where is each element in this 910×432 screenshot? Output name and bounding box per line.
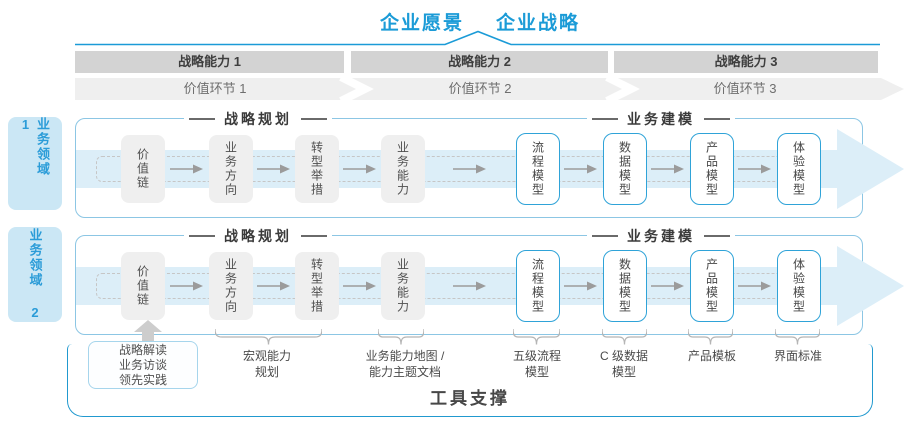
value-link-3: 价值环节 3 [713, 81, 777, 96]
brace-icon [688, 329, 733, 345]
up-arrow-icon [134, 320, 162, 344]
annotation-ui-standard: 界面标准 [773, 349, 822, 363]
flow-band-arrow [76, 129, 904, 209]
vision-title: 企业愿景 [379, 13, 464, 34]
annotation-process-model: 五级流程 模型 [512, 349, 561, 379]
brace-icon [378, 329, 424, 345]
brace-icon [775, 329, 820, 345]
node-product-model: 产品模型 [690, 250, 734, 322]
flow-arrow-icon [453, 281, 486, 291]
node-transformation-initiatives: 转型举措 [295, 252, 339, 320]
practice-box: 战略解读 业务访谈 领先实践 [88, 341, 198, 389]
capability-bar-2: 战略能力 2 [351, 51, 608, 73]
node-transformation-initiatives: 转型举措 [295, 135, 339, 203]
brace-icon [513, 329, 560, 345]
business-domain-1: 业务领域 1 [8, 117, 62, 210]
business-domain-2: 业务领域 2 [8, 227, 62, 322]
annotation-product-template: 产品模板 [687, 349, 736, 363]
value-link-1: 价值环节 1 [183, 81, 247, 96]
planning-header: 战略规划 [184, 226, 332, 246]
flow-arrow-icon [564, 164, 597, 174]
planning-header: 战略规划 [184, 109, 332, 129]
flow-arrow-icon [564, 281, 597, 291]
value-chain-strip [75, 78, 904, 100]
node-data-model: 数据模型 [603, 250, 647, 322]
brace-icon [215, 329, 322, 345]
node-business-capability: 业务能力 [381, 135, 425, 203]
flow-arrow-icon [257, 164, 290, 174]
domain-1-panel: 战略规划 业务建模 价值链 业务方向 转型举措 业务能力 流程模型 数据模型 产… [75, 109, 904, 218]
flow-arrow-icon [343, 281, 376, 291]
tool-support-label: 工具支撑 [430, 389, 510, 408]
tool-support-container: 工具支撑 [67, 344, 873, 417]
capability-bar-3: 战略能力 3 [614, 51, 878, 73]
modeling-header: 业务建模 [587, 226, 735, 246]
capability-bar-1: 战略能力 1 [75, 51, 344, 73]
strategy-title: 企业战略 [496, 13, 581, 34]
annotation-data-model: C 级数据 模型 [599, 349, 648, 379]
flow-arrow-icon [343, 164, 376, 174]
title-caret-line [75, 30, 880, 46]
node-value-chain: 价值链 [121, 252, 165, 320]
flow-band-arrow [76, 246, 904, 326]
annotation-capability-map: 业务能力地图 / 能力主题文档 [365, 349, 445, 379]
node-experience-model: 体验模型 [777, 250, 821, 322]
brace-icon [602, 329, 647, 345]
domain-2-panel: 战略规划 业务建模 价值链 业务方向 转型举措 业务能力 流程模型 数据模型 产… [75, 226, 904, 335]
flow-arrow-icon [170, 164, 203, 174]
node-experience-model: 体验模型 [777, 133, 821, 205]
page-title: 企业愿景 企业战略 [48, 8, 910, 35]
flow-arrow-icon [738, 281, 771, 291]
flow-arrow-icon [651, 164, 684, 174]
modeling-header: 业务建模 [587, 109, 735, 129]
node-value-chain: 价值链 [121, 135, 165, 203]
node-business-direction: 业务方向 [209, 252, 253, 320]
node-data-model: 数据模型 [603, 133, 647, 205]
node-business-capability: 业务能力 [381, 252, 425, 320]
value-link-2: 价值环节 2 [448, 81, 512, 96]
annotation-macro-capability: 宏观能力 规划 [242, 349, 291, 379]
flow-arrow-icon [651, 281, 684, 291]
flow-arrow-icon [453, 164, 486, 174]
flow-arrow-icon [257, 281, 290, 291]
flow-arrow-icon [738, 164, 771, 174]
node-process-model: 流程模型 [516, 133, 560, 205]
flow-arrow-icon [170, 281, 203, 291]
node-process-model: 流程模型 [516, 250, 560, 322]
node-product-model: 产品模型 [690, 133, 734, 205]
node-business-direction: 业务方向 [209, 135, 253, 203]
